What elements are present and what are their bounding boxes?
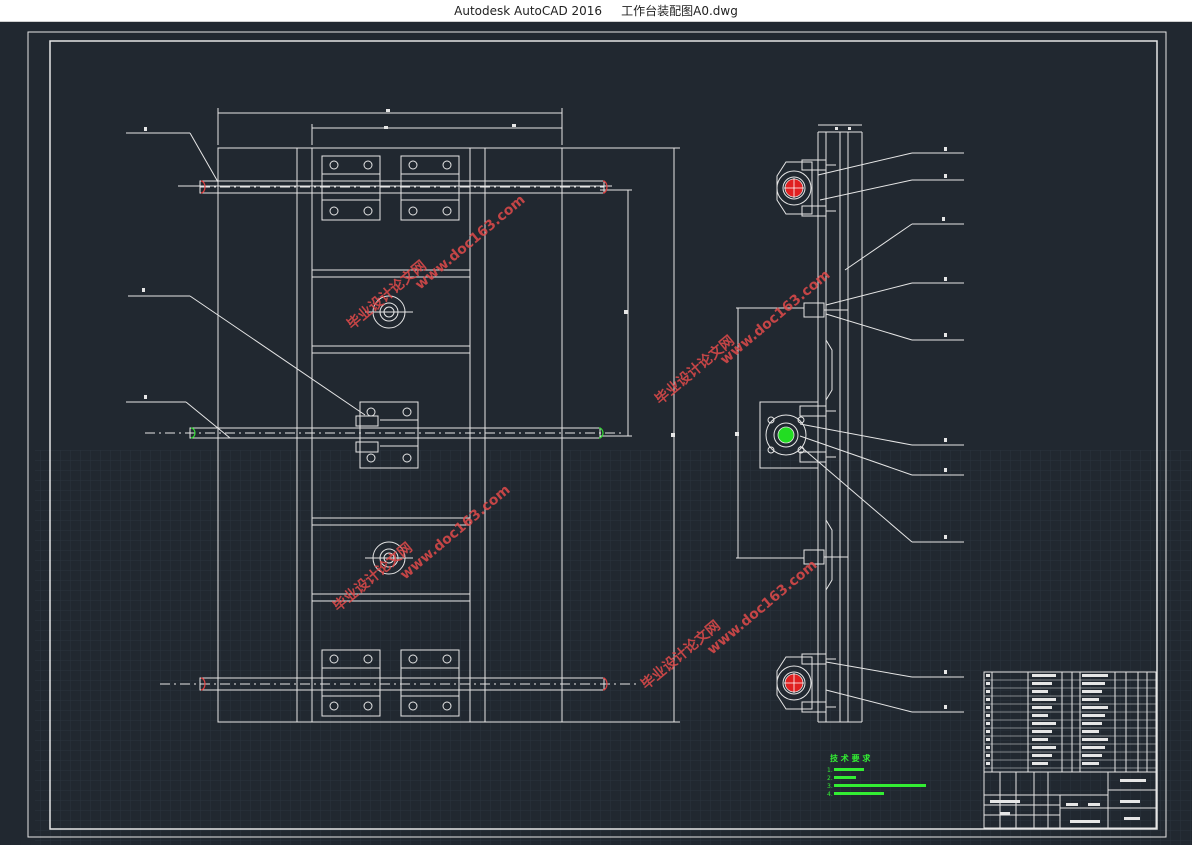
title-block-text-placeholder [986,674,990,677]
note-item: 3. [827,783,833,790]
title-block-text-placeholder [986,682,990,685]
shaft-end-marker [602,677,608,691]
title-block-text-placeholder [986,706,990,709]
technical-notes: 技 术 要 求 1. 2. 3. 4. [827,753,926,798]
shaft-end-marker [190,427,196,439]
inner-border [49,40,1158,830]
title-block-text-placeholder [1032,714,1048,717]
title-block-text-placeholder [1070,820,1100,823]
title-block-text-placeholder [986,722,990,725]
shaft-end-marker [200,677,206,691]
title-block-text-placeholder [1032,722,1056,725]
title-block-text-placeholder [1032,746,1056,749]
title-block-text-placeholder [1082,762,1099,765]
shaft-end-marker [598,427,604,439]
shaft-end-marker [200,180,206,194]
title-block-text-placeholder [1082,754,1102,757]
title-block-text-placeholder [1032,674,1056,677]
notes-heading: 技 术 要 求 [830,753,871,763]
watermark-text: 毕业设计论文网 [652,332,738,408]
front-view [126,108,680,723]
title-block-text-placeholder [986,690,990,693]
title-block [983,671,1157,829]
drawing-canvas[interactable]: 技 术 要 求 1. 2. 3. 4. 毕业 [0,22,1192,845]
title-block-text-placeholder [1032,762,1048,765]
title-block-text-placeholder [986,754,990,757]
title-block-text-placeholder [986,746,990,749]
title-block-text-placeholder [1082,682,1105,685]
title-block-text-placeholder [1082,746,1105,749]
watermark-url: www.doc163.com [717,267,833,368]
title-block-rows [984,674,1156,823]
note-item: 4. [827,791,833,798]
note-item: 2. [827,775,833,782]
title-block-text-placeholder [1082,706,1108,709]
title-block-text-placeholder [986,714,990,717]
shaft-end-marker [602,180,608,194]
title-block-text-placeholder [986,762,990,765]
file-name: 工作台装配图A0.dwg [621,4,738,18]
app-name: Autodesk AutoCAD 2016 [454,4,603,18]
side-view [735,124,964,723]
green-shaft-section [777,426,795,444]
model-grid [35,450,1192,845]
title-block-text-placeholder [1032,698,1056,701]
title-block-text-placeholder [1082,730,1099,733]
title-block-text-placeholder [1124,817,1140,820]
title-block-text-placeholder [1032,754,1052,757]
title-block-text-placeholder [1082,722,1102,725]
title-block-text-placeholder [1032,690,1048,693]
title-block-text-placeholder [1120,779,1146,782]
title-block-text-placeholder [990,800,1020,803]
drawing-svg[interactable]: 技 术 要 求 1. 2. 3. 4. 毕业 [0,22,1192,845]
title-block-text-placeholder [986,730,990,733]
title-block-text-placeholder [1082,714,1105,717]
watermark-text: 毕业设计论文网 [344,257,430,333]
title-block-text-placeholder [1066,803,1078,806]
title-block-text-placeholder [986,738,990,741]
note-item: 1. [827,767,833,774]
title-block-text-placeholder [1032,730,1052,733]
title-block-text-placeholder [1032,682,1052,685]
window-title-bar: Autodesk AutoCAD 2016 工作台装配图A0.dwg [0,0,1192,22]
title-block-text-placeholder [986,698,990,701]
title-block-text-placeholder [1082,698,1099,701]
title-block-text-placeholder [1000,812,1010,815]
title-block-text-placeholder [1082,674,1108,677]
title-block-text-placeholder [1088,803,1100,806]
title-block-text-placeholder [1032,706,1052,709]
title-block-text-placeholder [1032,738,1048,741]
title-block-text-placeholder [1120,800,1140,803]
title-block-text-placeholder [1082,690,1102,693]
outer-border [27,31,1167,838]
title-block-text-placeholder [1082,738,1108,741]
